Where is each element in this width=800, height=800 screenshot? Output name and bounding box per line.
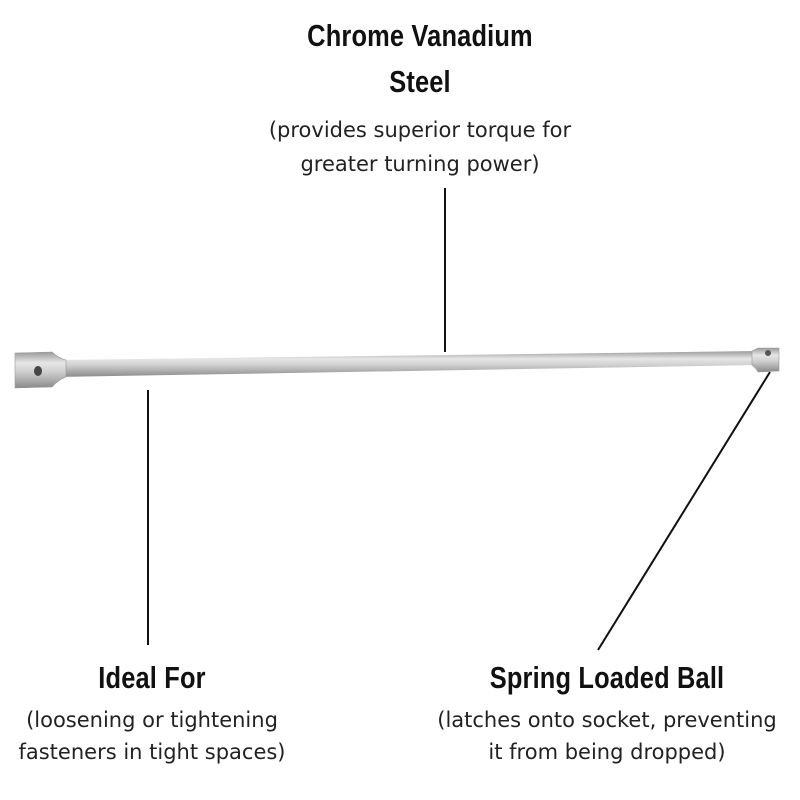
square-drive-end [751, 347, 780, 373]
socket-hole [34, 366, 42, 376]
right-callout-desc-1: (latches onto socket, preventing [437, 708, 777, 732]
bar-shaft [55, 351, 760, 377]
top-callout-title-1: Chrome Vanadium [307, 18, 533, 53]
top-callout-desc-2: greater turning power) [300, 152, 540, 176]
right-callout-title: Spring Loaded Ball [489, 660, 725, 695]
callout-line-right [597, 371, 771, 651]
left-callout-desc-1: (loosening or tightening [26, 708, 278, 732]
left-callout-desc-2: fasteners in tight spaces) [18, 740, 286, 764]
left-callout-title: Ideal For [98, 660, 206, 695]
top-callout-desc-1: (provides superior torque for [268, 118, 572, 142]
right-callout-desc-2: it from being dropped) [488, 740, 726, 764]
top-callout-title-2: Steel [389, 64, 451, 99]
extension-bar [14, 347, 780, 389]
spring-loaded-ball [765, 350, 771, 356]
